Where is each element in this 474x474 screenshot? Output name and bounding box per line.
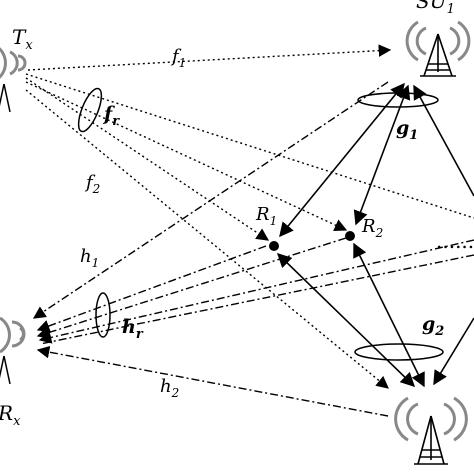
su1-label: SU1 [416,0,455,17]
link-su2-right [433,317,474,386]
link-tx-right-upper [25,73,474,219]
h1-label: h1 [80,246,99,270]
link-r1-rx [36,245,267,332]
link-su2-r1 [276,252,416,388]
relay-r1-node [269,241,279,251]
rx-antenna-icon [0,316,26,354]
g2-beam-ellipse [354,343,444,361]
link-su1-right [413,84,474,197]
f2-label: f2 [84,172,100,196]
fr-beam-ellipse [77,87,103,133]
more-relays-ellipsis: ...... [436,229,474,253]
relay-r2-node [345,231,355,241]
f1-label: f1 [170,46,186,70]
g1-beam-ellipse [357,92,439,108]
link-h2 [36,345,389,417]
tx-tower-icon [0,83,11,113]
rx-tower-icon [0,355,11,385]
tx-label: Tx [12,25,33,53]
su1-tower-icon [420,33,456,77]
link-f2 [25,89,389,389]
link-h1 [32,81,389,319]
su1-antenna-icon [405,20,471,62]
g1-label: g1 [396,117,418,143]
rx-label: Rx [0,401,21,429]
su2-tower-icon [414,415,448,465]
h2-label: h2 [160,376,179,400]
tx-antenna-icon [0,47,27,79]
g2-label: g2 [422,313,444,339]
link-f1 [27,44,392,71]
hr-label: hr [122,316,144,342]
fr-label: fr [102,103,120,129]
link-tx-r2 [25,81,348,231]
hr-beam-ellipse [95,292,111,338]
link-tx-r1 [25,77,270,241]
link-right-rx-1 [38,239,474,344]
link-su2-r2 [353,242,425,388]
link-right-rx-2 [39,254,474,345]
su2-antenna-icon [394,396,468,442]
link-su1-r2 [353,84,411,226]
relay-r2-label: R2 [361,216,383,240]
relay-r1-label: R1 [255,204,277,228]
